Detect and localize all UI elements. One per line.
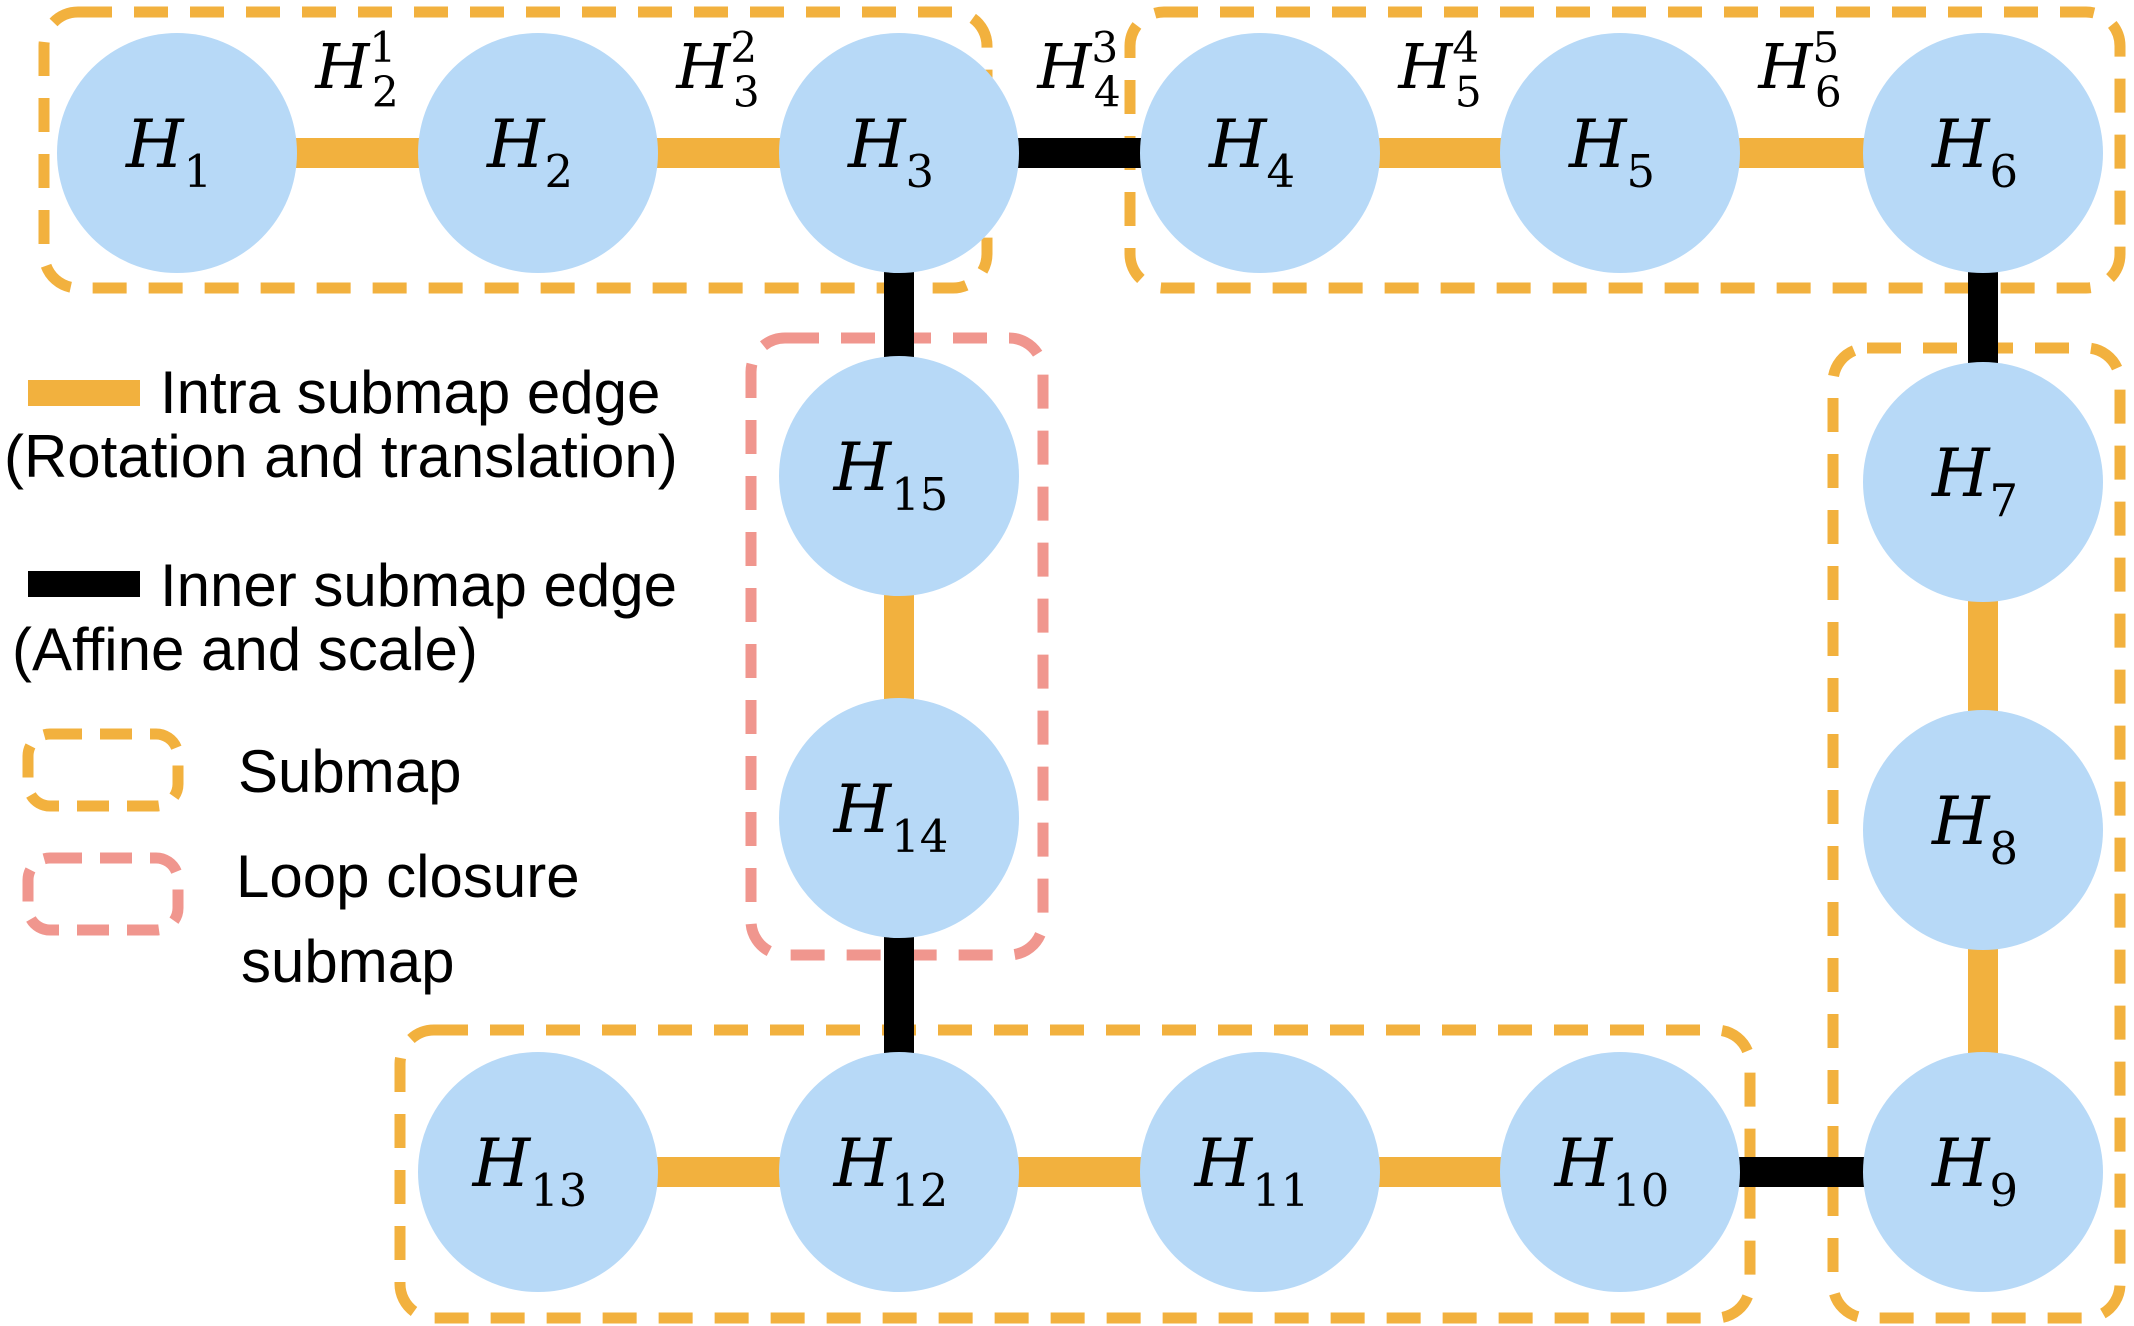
node-label: H12: [833, 1125, 949, 1217]
node-circle: [779, 33, 1019, 273]
node-circle: [57, 33, 297, 273]
node-circle: [418, 1052, 658, 1292]
node-h15: H15: [779, 356, 1019, 596]
node-h1: H1: [57, 33, 297, 273]
node-circle: [779, 356, 1019, 596]
node-label: H15: [833, 429, 949, 521]
node-label: H10: [1554, 1125, 1670, 1217]
node-label: H3: [847, 106, 934, 198]
node-label: H1: [125, 106, 212, 198]
node-label: H14: [833, 771, 949, 863]
legend-inner-edge-description: (Affine and scale): [12, 616, 478, 683]
node-circle: [1140, 33, 1380, 273]
node-label: H5: [1568, 106, 1655, 198]
node-label: H6: [1931, 106, 2018, 198]
legend-inner-edge-title: Inner submap edge: [160, 552, 677, 619]
node-label: H13: [472, 1125, 588, 1217]
node-circle: [1863, 362, 2103, 602]
node-circle: [1863, 710, 2103, 950]
node-label: H4: [1208, 106, 1295, 198]
node-h6: H6: [1863, 33, 2103, 273]
legend-submap-label: Submap: [238, 738, 461, 805]
legend: Intra submap edge (Rotation and translat…: [4, 359, 678, 995]
node-h7: H7: [1863, 362, 2103, 602]
legend-loop-closure-label-line2: submap: [241, 928, 454, 995]
node-h13: H13: [418, 1052, 658, 1292]
node-h2: H2: [418, 33, 658, 273]
node-circle: [1500, 33, 1740, 273]
legend-intra-edge-description: (Rotation and translation): [4, 423, 678, 490]
node-h14: H14: [779, 698, 1019, 938]
node-h9: H9: [1863, 1052, 2103, 1292]
node-label: H2: [486, 106, 573, 198]
legend-loop-closure-swatch: [22, 852, 184, 936]
node-circle: [1863, 1052, 2103, 1292]
node-label: H8: [1931, 783, 2018, 875]
node-h5: H5: [1500, 33, 1740, 273]
node-h10: H10: [1500, 1052, 1740, 1292]
node-circle: [1500, 1052, 1740, 1292]
node-label: H9: [1931, 1125, 2018, 1217]
legend-loop-closure-label-line1: Loop closure: [236, 843, 580, 910]
node-h11: H11: [1140, 1052, 1380, 1292]
node-circle: [418, 33, 658, 273]
node-label: H7: [1931, 435, 2018, 527]
node-h8: H8: [1863, 710, 2103, 950]
node-label: H11: [1194, 1125, 1310, 1217]
node-circle: [1863, 33, 2103, 273]
node-h4: H4: [1140, 33, 1380, 273]
legend-submap-swatch: [22, 728, 184, 812]
legend-intra-edge-title: Intra submap edge: [160, 359, 660, 426]
legend-inner-edge-swatch: [28, 571, 140, 597]
node-circle: [779, 1052, 1019, 1292]
submap-4-box: [394, 1024, 1756, 1324]
node-h12: H12: [779, 1052, 1019, 1292]
node-h3: H3: [779, 33, 1019, 273]
legend-intra-edge-swatch: [28, 380, 140, 406]
node-circle: [1140, 1052, 1380, 1292]
node-circle: [779, 698, 1019, 938]
